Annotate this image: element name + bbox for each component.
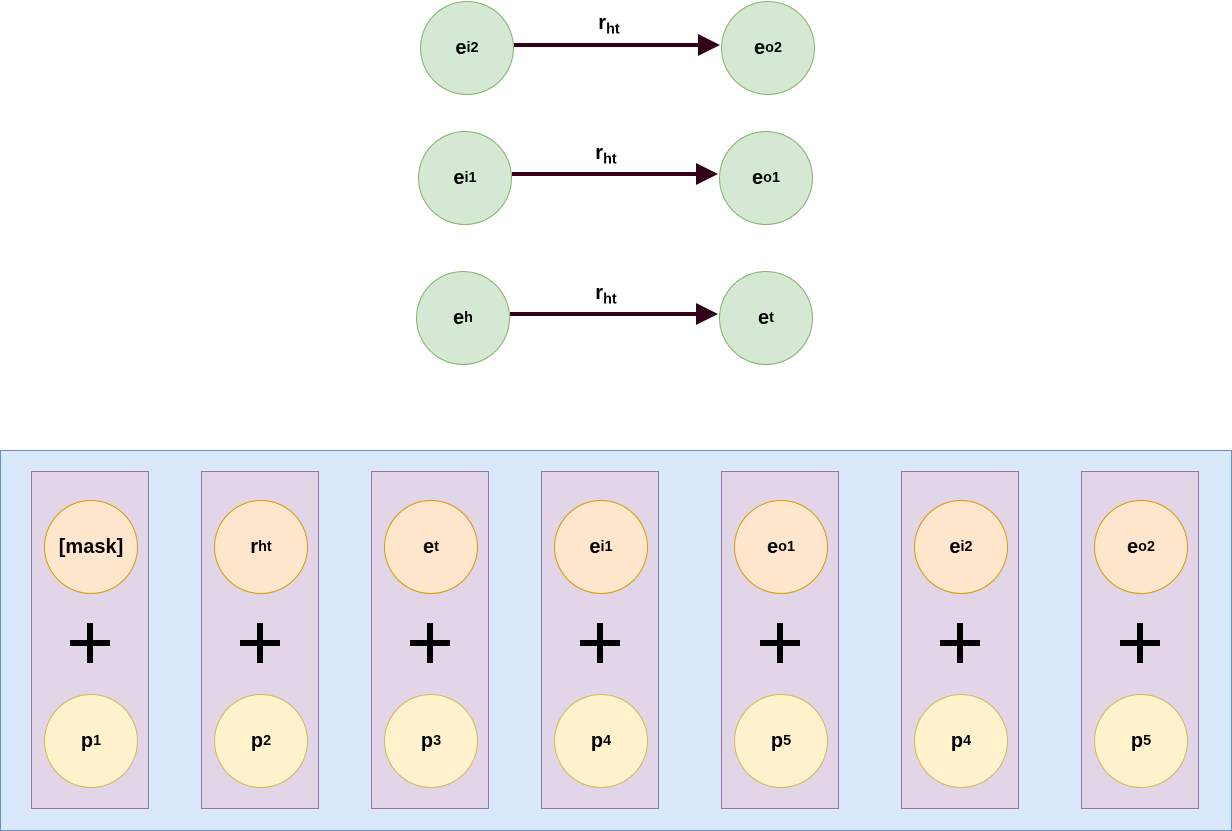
token-node: [mask] bbox=[44, 500, 138, 594]
plus-icon bbox=[70, 623, 110, 663]
token-base: r bbox=[250, 535, 259, 558]
position-base: p bbox=[590, 729, 604, 752]
relation-subscript: ht bbox=[603, 291, 617, 308]
relation-base: r bbox=[595, 142, 604, 164]
entity-base: e bbox=[758, 306, 770, 329]
token-base: e bbox=[423, 535, 435, 558]
position-base: p bbox=[1130, 729, 1144, 752]
token-base: e bbox=[767, 535, 779, 558]
position-base: p bbox=[80, 729, 94, 752]
entity-base: e bbox=[453, 306, 465, 329]
entity-base: e bbox=[453, 166, 465, 189]
token-base: e bbox=[589, 535, 601, 558]
token-base: e bbox=[949, 535, 961, 558]
entity-base: e bbox=[754, 36, 766, 59]
position-base: p bbox=[950, 729, 964, 752]
plus-icon bbox=[410, 623, 450, 663]
relation-base: r bbox=[598, 12, 607, 34]
relation-base: r bbox=[595, 282, 604, 304]
plus-icon bbox=[1120, 623, 1160, 663]
token-base: e bbox=[1127, 535, 1139, 558]
plus-icon bbox=[940, 623, 980, 663]
position-base: p bbox=[250, 729, 264, 752]
arrowhead-2 bbox=[696, 163, 718, 185]
position-base: p bbox=[770, 729, 784, 752]
relation-subscript: ht bbox=[603, 151, 617, 168]
arrowhead-3 bbox=[696, 303, 718, 325]
relation-subscript: ht bbox=[606, 21, 620, 38]
plus-icon bbox=[240, 623, 280, 663]
position-base: p bbox=[420, 729, 434, 752]
entity-base: e bbox=[455, 36, 467, 59]
entity-base: e bbox=[752, 166, 764, 189]
graph-edges bbox=[510, 34, 720, 325]
arrowhead-1 bbox=[698, 34, 720, 56]
relation-label: rht bbox=[576, 142, 636, 168]
plus-icon bbox=[580, 623, 620, 663]
plus-icon bbox=[760, 623, 800, 663]
relation-label: rht bbox=[576, 282, 636, 308]
token-base: [mask] bbox=[58, 535, 124, 558]
relation-label: rht bbox=[579, 12, 639, 38]
